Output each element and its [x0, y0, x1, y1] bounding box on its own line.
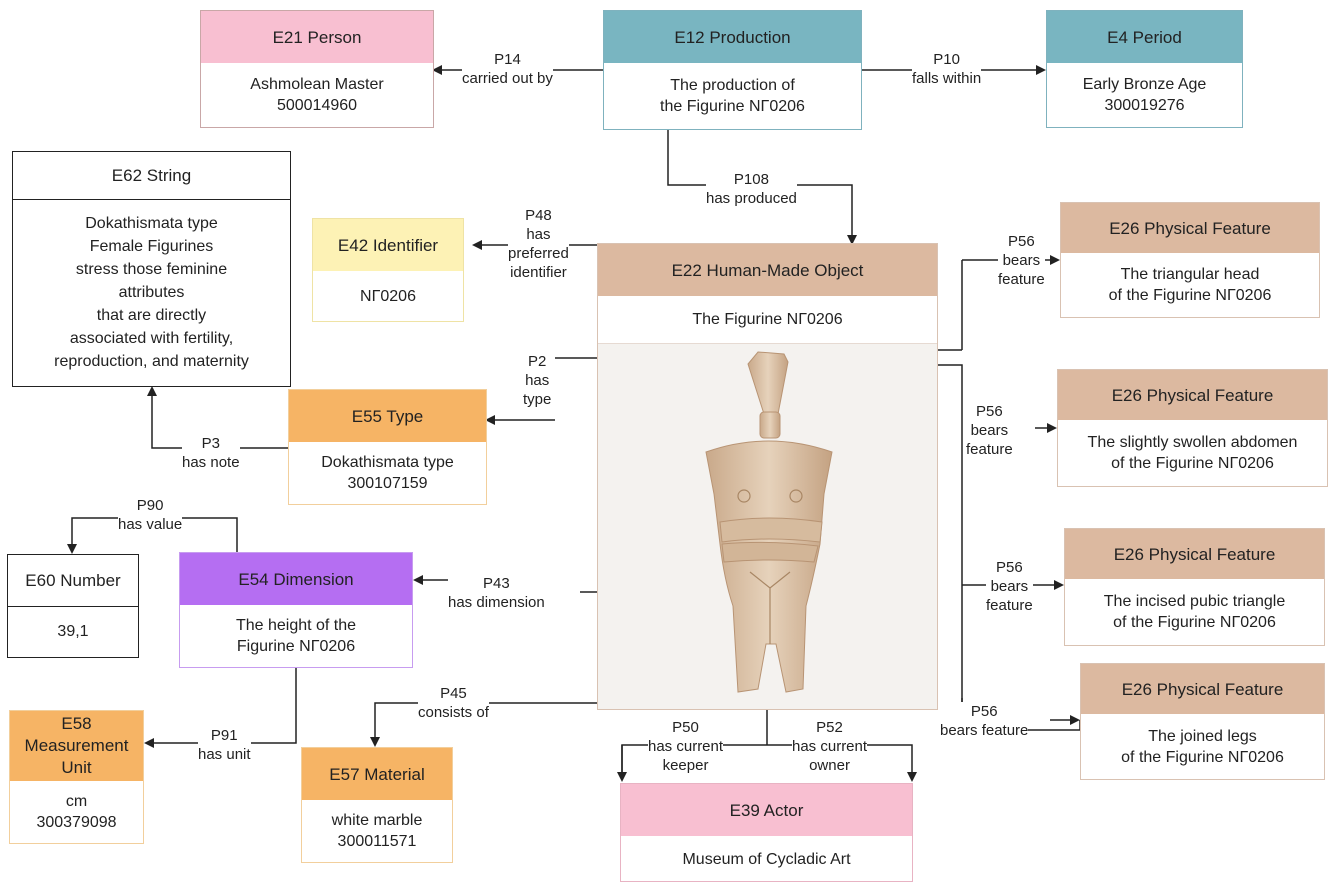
node-number: E60 Number 39,1 — [7, 554, 139, 658]
node-object-type: E22 Human-Made Object — [598, 244, 937, 296]
node-person: E21 Person Ashmolean Master 500014960 — [200, 10, 434, 128]
figurine-image — [598, 344, 937, 709]
node-actor: E39 Actor Museum of Cycladic Art — [620, 783, 913, 882]
node-string: E62 String Dokathismata type Female Figu… — [12, 151, 291, 387]
node-feature-1: E26 Physical Feature The triangular head… — [1060, 202, 1320, 318]
node-dimension-type: E54 Dimension — [180, 553, 412, 605]
node-material: E57 Material white marble 300011571 — [301, 747, 453, 863]
node-type: E55 Type Dokathismata type 300107159 — [288, 389, 487, 505]
node-feature-4: E26 Physical Feature The joined legs of … — [1080, 663, 1325, 780]
node-production-type: E12 Production — [604, 11, 861, 63]
edge-p43 — [415, 580, 598, 593]
node-period-type: E4 Period — [1047, 11, 1242, 63]
node-feature-2: E26 Physical Feature The slightly swolle… — [1057, 369, 1328, 487]
node-feature-3-type: E26 Physical Feature — [1065, 529, 1324, 579]
node-identifier: E42 Identifier ΝΓ0206 — [312, 218, 464, 322]
node-unit: E58 Measurement Unit cm 300379098 — [9, 710, 144, 844]
edge-p2 — [487, 357, 598, 420]
edge-p45 — [370, 702, 598, 747]
node-type-type: E55 Type — [289, 390, 486, 442]
node-number-type: E60 Number — [8, 555, 138, 607]
node-material-type: E57 Material — [302, 748, 452, 800]
node-period: E4 Period Early Bronze Age 300019276 — [1046, 10, 1243, 128]
node-identifier-type: E42 Identifier — [313, 219, 463, 271]
node-actor-type: E39 Actor — [621, 784, 912, 836]
node-string-type: E62 String — [13, 152, 290, 200]
node-production: E12 Production The production of the Fig… — [603, 10, 862, 130]
node-person-type: E21 Person — [201, 11, 433, 63]
node-unit-type: E58 Measurement Unit — [10, 711, 143, 781]
node-object: E22 Human-Made Object The Figurine ΝΓ020… — [597, 243, 938, 710]
edge-p3 — [147, 386, 288, 449]
node-dimension: E54 Dimension The height of the Figurine… — [179, 552, 413, 668]
node-feature-1-type: E26 Physical Feature — [1061, 203, 1319, 253]
figurine-icon — [705, 351, 833, 693]
node-feature-3: E26 Physical Feature The incised pubic t… — [1064, 528, 1325, 646]
edge-p91 — [144, 668, 297, 748]
node-feature-2-type: E26 Physical Feature — [1058, 370, 1327, 420]
node-feature-4-type: E26 Physical Feature — [1081, 664, 1324, 714]
edge-p56-trunk — [938, 260, 963, 730]
